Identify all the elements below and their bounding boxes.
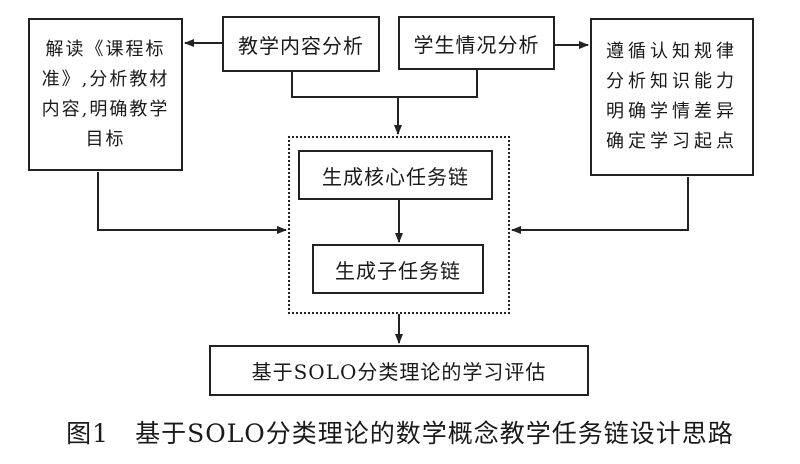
core-task-chain-box: 生成核心任务链 (298, 150, 493, 200)
content-analysis-label: 教学内容分析 (238, 33, 364, 58)
cognitive-analysis-box: 遵循认知规律 分析知识能力 明确学情差异 确定学习起点 (590, 18, 754, 176)
student-analysis-label: 学生情况分析 (413, 32, 540, 57)
curriculum-standard-box: 解读《课程标 准》,分析教材 内容,明确教学 目标 (28, 18, 183, 171)
arrow-left-to-group (97, 172, 287, 234)
content-analysis-box: 教学内容分析 (222, 16, 380, 72)
cognitive-analysis-text: 遵循认知规律 分析知识能力 明确学情差异 确定学习起点 (606, 41, 738, 152)
connector-analysis-bracket (291, 70, 478, 98)
task-chain-group (288, 136, 510, 314)
core-task-chain-label: 生成核心任务链 (322, 164, 469, 189)
curriculum-standard-text: 解读《课程标 准》,分析教材 内容,明确教学 目标 (41, 38, 170, 150)
solo-evaluation-box: 基于SOLO分类理论的学习评估 (209, 345, 589, 396)
sub-task-chain-label: 生成子任务链 (335, 258, 461, 283)
figure-caption: 图1 基于SOLO分类理论的数学概念教学任务链设计思路 (66, 419, 734, 448)
student-analysis-box: 学生情况分析 (398, 16, 555, 70)
sub-task-chain-box: 生成子任务链 (312, 244, 484, 294)
solo-evaluation-label: 基于SOLO分类理论的学习评估 (251, 360, 547, 384)
arrow-right-to-group (511, 177, 689, 234)
